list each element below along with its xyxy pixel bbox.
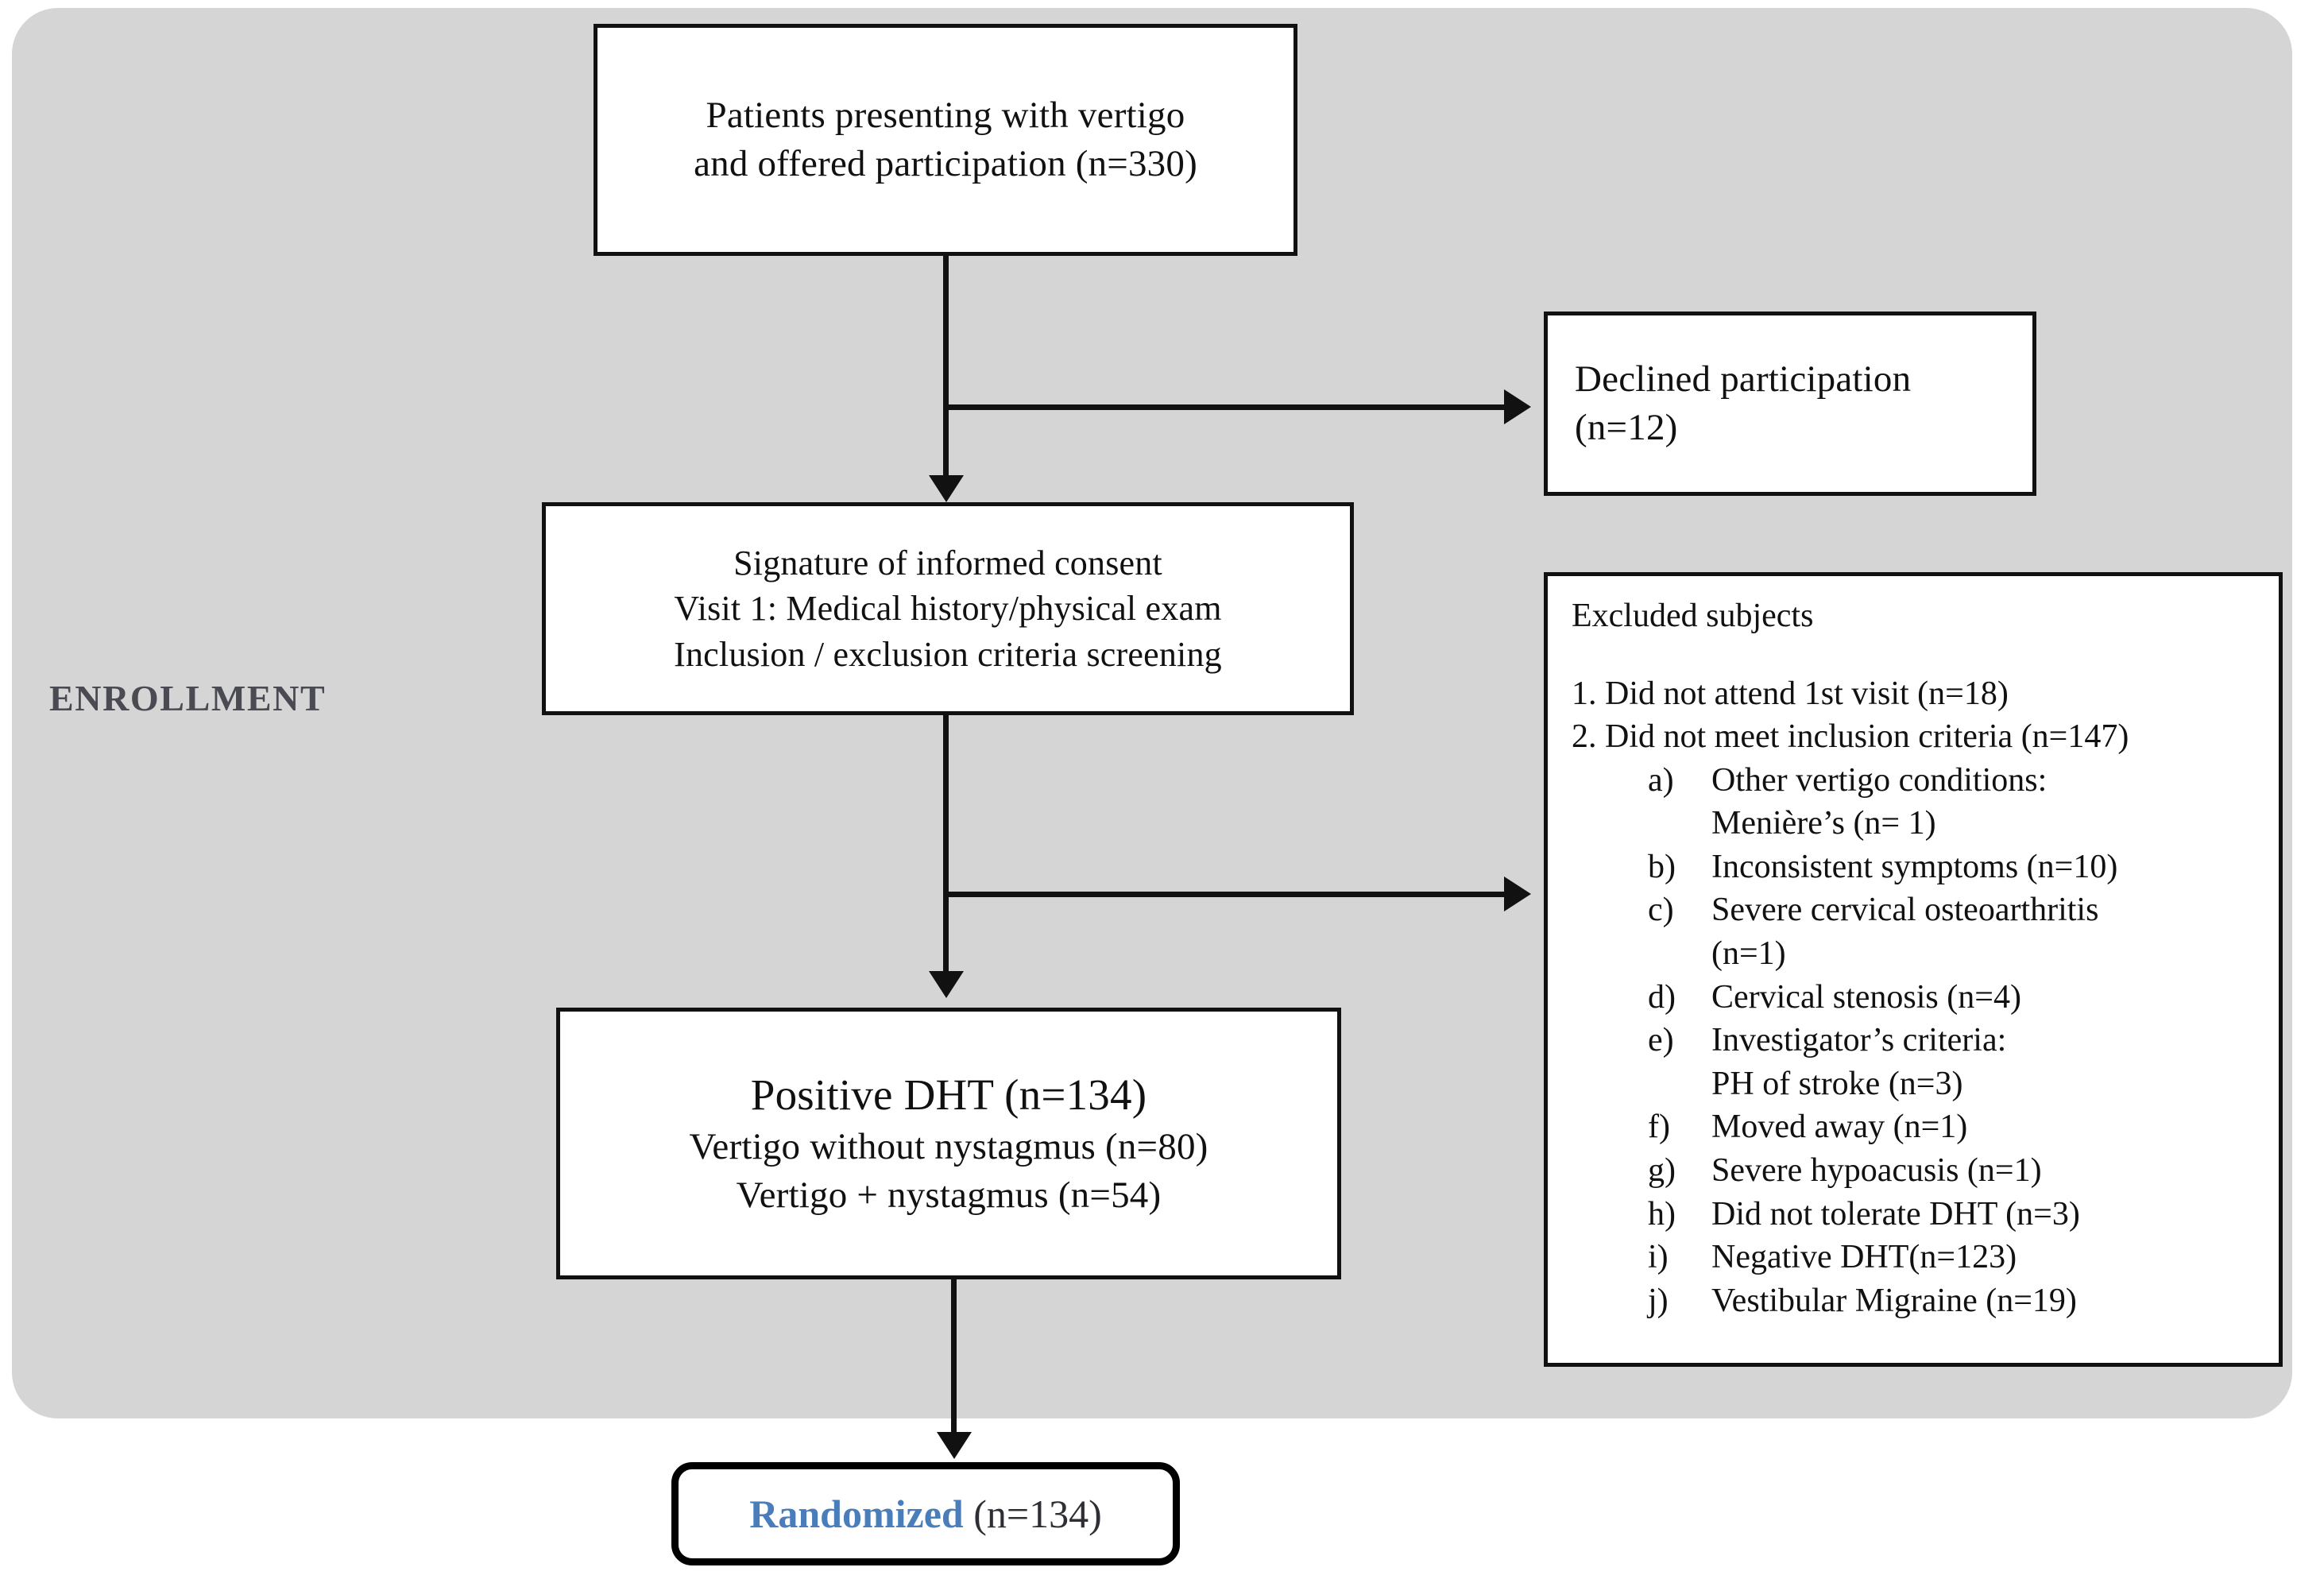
connector-consent-to-dht [943, 715, 949, 977]
positive-dht-line-3: Vertigo + nystagmus (n=54) [736, 1174, 1162, 1217]
excluded-sub-f-text: Moved away (n=1) [1711, 1109, 1968, 1146]
excluded-sub-e-text: Investigator’s criteria: [1711, 1022, 2007, 1059]
box-patients-screened: Patients presenting with vertigo and off… [594, 24, 1297, 256]
excluded-sub-d: d) Cervical stenosis (n=4) [1572, 976, 2021, 1020]
positive-dht-line-2: Vertigo without nystagmus (n=80) [689, 1126, 1208, 1168]
connector-screened-to-consent [943, 256, 949, 486]
arrowhead-to-dht [929, 971, 964, 998]
screened-line-2: and offered participation (n=330) [694, 143, 1197, 184]
excluded-item-2-text: Did not meet inclusion criteria (n=147) [1605, 718, 2129, 756]
randomized-count: (n=134) [963, 1492, 1102, 1536]
arrowhead-to-excluded [1504, 877, 1531, 911]
excluded-sub-f-marker: f) [1648, 1109, 1670, 1146]
excluded-sub-g: g) Severe hypoacusis (n=1) [1572, 1149, 2042, 1193]
excluded-sub-d-marker: d) [1648, 978, 1676, 1016]
connector-dht-to-randomized [951, 1279, 957, 1438]
stage-label-enrollment: ENROLLMENT [49, 678, 327, 718]
excluded-sub-g-marker: g) [1648, 1152, 1676, 1190]
excluded-sub-c: c) Severe cervical osteoarthritis [1572, 888, 2098, 932]
arrowhead-to-declined [1504, 389, 1531, 424]
excluded-item-1-text: Did not attend 1st visit (n=18) [1605, 675, 2009, 712]
excluded-sub-i-text: Negative DHT(n=123) [1711, 1239, 2017, 1276]
excluded-item-2-marker: 2. [1572, 718, 1597, 756]
excluded-sub-i-marker: i) [1648, 1239, 1669, 1276]
excluded-sub-g-text: Severe hypoacusis (n=1) [1711, 1152, 2042, 1190]
excluded-sub-i: i) Negative DHT(n=123) [1572, 1236, 2017, 1279]
consent-line-2: Visit 1: Medical history/physical exam [674, 589, 1222, 629]
excluded-sub-b-text: Inconsistent symptoms (n=10) [1711, 848, 2118, 885]
declined-line-2: (n=12) [1575, 407, 1678, 448]
randomized-label: Randomized [749, 1492, 964, 1536]
box-declined-participation: Declined participation (n=12) [1544, 312, 2036, 496]
excluded-sub-f: f) Moved away (n=1) [1572, 1105, 1967, 1149]
excluded-sub-j-marker: j) [1648, 1282, 1669, 1319]
excluded-sub-a-marker: a) [1648, 761, 1674, 799]
excluded-sub-c-continuation: (n=1) [1711, 935, 1786, 973]
screened-line-1: Patients presenting with vertigo [706, 94, 1185, 136]
excluded-sub-h: h) Did not tolerate DHT (n=3) [1572, 1193, 2080, 1236]
connector-to-excluded [943, 892, 1507, 897]
excluded-sub-a-continuation: Menière’s (n= 1) [1711, 805, 1936, 842]
excluded-sub-d-text: Cervical stenosis (n=4) [1711, 978, 2021, 1016]
box-randomized: Randomized (n=134) [671, 1462, 1180, 1565]
arrowhead-to-consent [929, 475, 964, 502]
box-positive-dht: Positive DHT (n=134) Vertigo without nys… [556, 1008, 1341, 1279]
box-excluded-subjects: Excluded subjects 1. Did not attend 1st … [1544, 572, 2283, 1367]
excluded-item-1-marker: 1. [1572, 675, 1597, 712]
excluded-item-1: 1. Did not attend 1st visit (n=18) [1572, 672, 2009, 716]
consent-line-1: Signature of informed consent [733, 544, 1162, 583]
excluded-sub-e-marker: e) [1648, 1022, 1674, 1059]
excluded-sub-c-text: Severe cervical osteoarthritis [1711, 892, 2099, 929]
excluded-sub-e-continuation: PH of stroke (n=3) [1711, 1065, 1963, 1102]
randomized-text: Randomized (n=134) [749, 1490, 1101, 1538]
excluded-sub-b: b) Inconsistent symptoms (n=10) [1572, 846, 2117, 889]
excluded-sub-h-text: Did not tolerate DHT (n=3) [1711, 1195, 2080, 1233]
excluded-item-2: 2. Did not meet inclusion criteria (n=14… [1572, 715, 2129, 759]
excluded-sub-b-marker: b) [1648, 848, 1676, 885]
consent-line-3: Inclusion / exclusion criteria screening [674, 634, 1222, 674]
positive-dht-line-1: Positive DHT (n=134) [750, 1070, 1147, 1119]
excluded-sub-h-marker: h) [1648, 1195, 1676, 1233]
box-informed-consent: Signature of informed consent Visit 1: M… [542, 502, 1354, 715]
excluded-sub-e: e) Investigator’s criteria: [1572, 1019, 2006, 1062]
excluded-sub-a: a) Other vertigo conditions: [1572, 759, 2047, 803]
arrowhead-to-randomized [937, 1432, 972, 1459]
excluded-sub-c-marker: c) [1648, 892, 1674, 929]
declined-line-1: Declined participation [1575, 358, 1912, 400]
excluded-sub-j-text: Vestibular Migraine (n=19) [1711, 1282, 2077, 1319]
connector-to-declined [943, 404, 1507, 410]
excluded-sub-j: j) Vestibular Migraine (n=19) [1572, 1279, 2077, 1323]
excluded-sub-a-text: Other vertigo conditions: [1711, 761, 2048, 799]
excluded-header: Excluded subjects [1572, 598, 1814, 634]
